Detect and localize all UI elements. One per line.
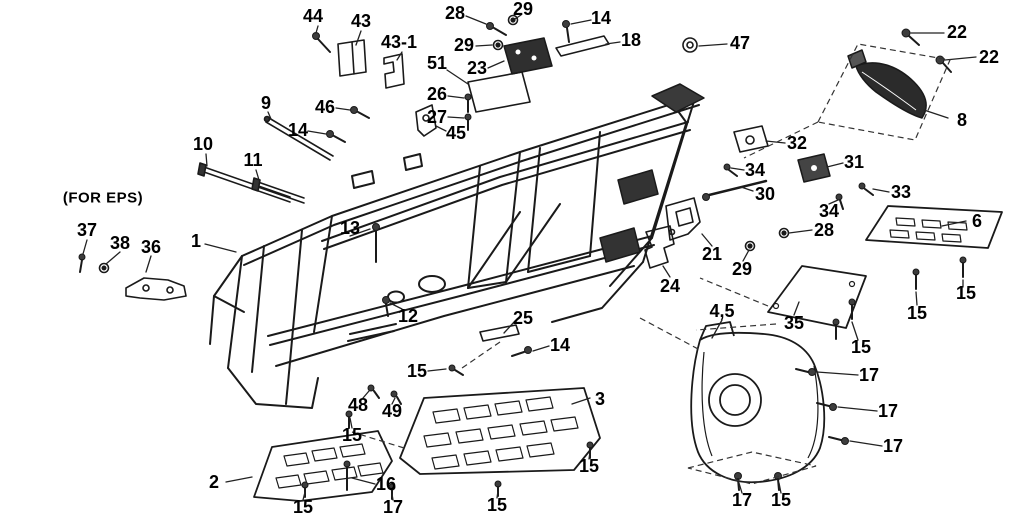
rod-9	[265, 117, 334, 161]
dashed-lines	[351, 43, 951, 485]
callout-15-47: 15	[406, 361, 428, 381]
callout-47-8: 47	[729, 33, 751, 53]
callout-15-46: 15	[850, 337, 872, 357]
callout-28-3: 28	[444, 3, 466, 23]
callout-15-53: 15	[341, 425, 363, 445]
callout-27-14: 27	[426, 107, 448, 127]
callout-25-43: 25	[512, 308, 534, 328]
callout-14-18: 14	[287, 120, 309, 140]
callout-11-21: 11	[243, 150, 263, 170]
mud-guard-4-5	[690, 321, 826, 484]
callout-foreps-28: (FOR EPS)	[62, 189, 144, 207]
callout-28-29: 28	[813, 220, 835, 240]
callout-49-51: 49	[381, 401, 403, 421]
skid-plate-main-3	[399, 387, 601, 475]
callout-17-61: 17	[731, 490, 753, 510]
callout-2-56: 2	[208, 472, 220, 492]
callout-30-25: 30	[754, 184, 776, 204]
callout-36-35: 36	[140, 237, 162, 257]
callout-29-4: 29	[512, 0, 534, 19]
callout-17-48: 17	[858, 365, 880, 385]
callout-6-30: 6	[971, 211, 983, 231]
callout-9-17: 9	[260, 93, 272, 113]
bracket-43	[337, 39, 367, 77]
callout-43-1-2: 43-1	[380, 32, 418, 52]
plate-51	[467, 71, 531, 113]
bracket-21	[665, 197, 701, 241]
callout-34-24: 34	[744, 160, 766, 180]
strip-18	[555, 35, 610, 57]
callout-26-13: 26	[426, 84, 448, 104]
frame-body	[209, 91, 700, 409]
callout-15-58: 15	[292, 497, 314, 517]
callout-46-16: 46	[314, 97, 336, 117]
callout-18-7: 18	[620, 30, 642, 50]
callout-22-9: 22	[946, 22, 968, 42]
rod-11	[257, 181, 305, 204]
front-lower-bracket	[599, 227, 641, 263]
callout-17-59: 17	[382, 497, 404, 517]
callout-48-50: 48	[347, 395, 369, 415]
callout-12-42: 12	[397, 306, 419, 326]
callout-15-62: 15	[770, 490, 792, 510]
plate-23	[503, 37, 553, 75]
small-parts	[125, 35, 769, 342]
callout-29-5: 29	[453, 35, 475, 55]
callout-35-44: 35	[783, 313, 805, 333]
callout-8-19: 8	[956, 110, 968, 130]
callout-21-36: 21	[701, 244, 723, 264]
callout-34-27: 34	[818, 201, 840, 221]
rod-10	[203, 166, 291, 203]
bracket-32	[733, 125, 769, 153]
callout-45-15: 45	[445, 123, 467, 143]
callout-32-22: 32	[786, 133, 808, 153]
callout-10-20: 10	[192, 134, 214, 154]
callout-51-11: 51	[426, 53, 448, 73]
long-bolt-30	[707, 179, 768, 197]
callout-43-1: 43	[350, 11, 372, 31]
callout-45-41: 4,5	[709, 301, 735, 321]
bracket-24	[644, 225, 675, 269]
callout-13-32: 13	[339, 218, 361, 238]
callout-29-37: 29	[731, 259, 753, 279]
callout-15-40: 15	[906, 303, 928, 323]
callout-17-52: 17	[877, 401, 899, 421]
callout-33-26: 33	[890, 182, 912, 202]
front-upper-bracket	[617, 169, 659, 205]
callout-16-57: 16	[375, 474, 397, 494]
callout-22-10: 22	[978, 47, 1000, 67]
callout-14-45: 14	[549, 335, 571, 355]
bracket-45	[415, 104, 437, 137]
callout-31-23: 31	[843, 152, 865, 172]
callout-15-60: 15	[486, 495, 508, 515]
bracket-25	[479, 324, 520, 342]
callout-14-6: 14	[590, 8, 612, 28]
dark-brackets	[503, 37, 927, 263]
callout-23-12: 23	[466, 58, 488, 78]
eps-bracket-36	[125, 277, 187, 301]
callout-38-34: 38	[109, 233, 131, 253]
callout-1-31: 1	[190, 231, 202, 251]
callout-3-49: 3	[594, 389, 606, 409]
callout-37-33: 37	[76, 220, 98, 240]
callout-15-39: 15	[955, 283, 977, 303]
flat-plate-35	[767, 265, 867, 329]
bracket-43-1	[383, 53, 405, 89]
callout-15-55: 15	[578, 456, 600, 476]
leader-lines	[82, 14, 977, 501]
fasteners	[78, 14, 967, 500]
callout-44-0: 44	[302, 6, 324, 26]
guard-plate-6	[865, 205, 1003, 249]
callout-17-54: 17	[882, 436, 904, 456]
steering-head	[651, 83, 705, 113]
collar-47	[682, 37, 698, 53]
callout-24-38: 24	[659, 276, 681, 296]
skid-plate-front-2	[253, 430, 393, 502]
